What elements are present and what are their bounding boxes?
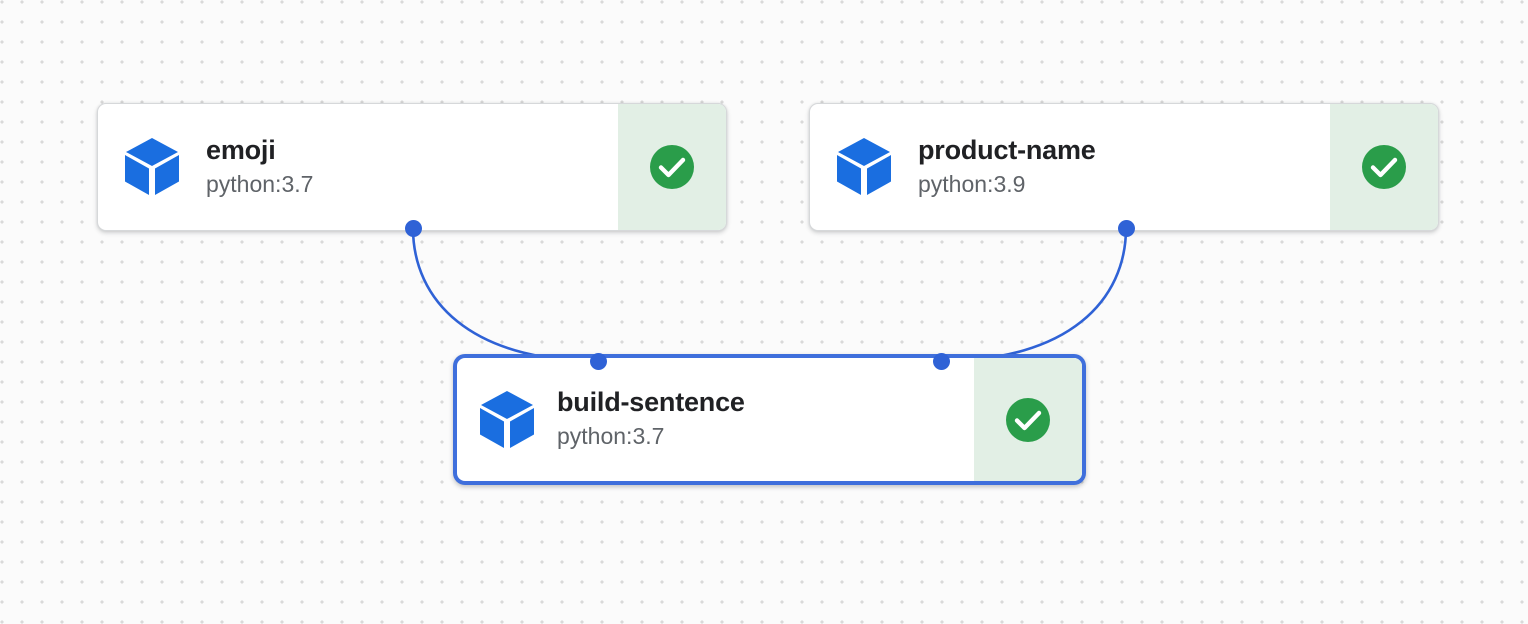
node-status-panel[interactable] — [1330, 104, 1438, 230]
node-subtitle: python:3.7 — [557, 423, 665, 450]
node-title: product-name — [918, 134, 1096, 165]
node-icon-container — [810, 104, 918, 230]
node-text-block: build-sentence python:3.7 — [557, 358, 974, 481]
node-text-block: product-name python:3.9 — [918, 104, 1330, 230]
node-subtitle: python:3.7 — [206, 170, 314, 197]
handle-product-name-source[interactable] — [1117, 219, 1135, 237]
handle-build-sentence-target-left[interactable] — [589, 352, 607, 370]
node-text-block: emoji python:3.7 — [206, 104, 618, 230]
node-icon-container — [457, 358, 557, 481]
check-circle-icon — [1006, 397, 1050, 442]
cube-icon — [480, 390, 534, 448]
edge-product-name-to-build-sentence — [939, 226, 1128, 363]
node-title: emoji — [206, 134, 276, 165]
cube-icon — [837, 138, 891, 195]
node-icon-container — [98, 104, 206, 230]
node-status-panel[interactable] — [618, 104, 726, 230]
node-title: build-sentence — [557, 387, 745, 418]
check-circle-icon — [1362, 145, 1406, 189]
handle-emoji-source[interactable] — [404, 219, 422, 237]
node-subtitle: python:3.9 — [918, 170, 1026, 197]
handle-build-sentence-target-right[interactable] — [932, 352, 950, 370]
node-build-sentence[interactable]: build-sentence python:3.7 — [453, 354, 1086, 485]
check-circle-icon — [650, 145, 694, 189]
edge-emoji-to-build-sentence — [411, 226, 600, 363]
node-emoji[interactable]: emoji python:3.7 — [97, 103, 727, 231]
node-status-panel[interactable] — [974, 358, 1082, 481]
cube-icon — [125, 138, 179, 195]
node-product-name[interactable]: product-name python:3.9 — [809, 103, 1439, 231]
